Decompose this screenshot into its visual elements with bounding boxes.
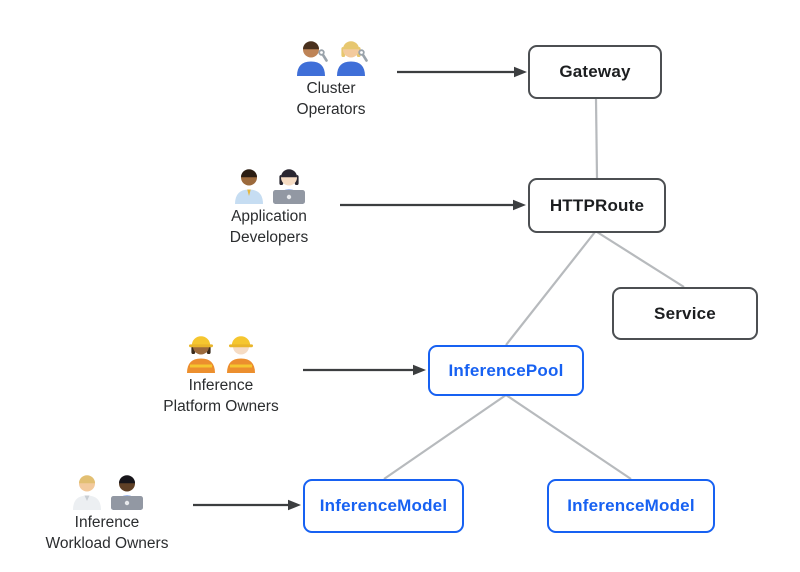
service-node: Service — [612, 287, 758, 340]
inferencemodel-right-node: InferenceModel — [547, 479, 715, 533]
gateway-to-httproute-connector — [594, 98, 599, 179]
httproute-to-service-connector — [596, 231, 685, 288]
httproute-label: HTTPRoute — [549, 195, 645, 215]
gateway-label: Gateway — [559, 62, 631, 81]
cluster-operators-to-gateway-arrow — [397, 66, 527, 78]
inference-workload-owners-label-line: Workload Owners — [45, 535, 169, 552]
inference-workload-owners-label-line: Inference — [74, 514, 140, 531]
inferencepool-to-inferencemodel-left-connector — [383, 394, 507, 480]
gateway-node: Gateway — [528, 45, 662, 99]
cluster-operators-label-line: Operators — [296, 101, 366, 118]
inference-platform-owners-to-inferencepool-arrow — [303, 364, 426, 376]
inference-platform-owners-label-line: Inference — [188, 377, 254, 394]
inferencepool-node: InferencePool — [428, 345, 584, 396]
man-mechanic-and-woman-mechanic-emoji — [297, 41, 368, 76]
inferencepool-label: InferencePool — [448, 360, 564, 380]
httproute-node: HTTPRoute — [528, 178, 666, 233]
application-developers-label-line: Developers — [229, 229, 309, 246]
inference-platform-owners-label-line: Platform Owners — [163, 398, 279, 415]
woman-and-man-construction-worker-emoji — [187, 336, 255, 373]
health-worker-and-man-technologist-emoji — [73, 475, 143, 510]
inferencemodel-right-label: InferenceModel — [567, 496, 695, 515]
service-label: Service — [654, 303, 716, 323]
application-developers-label-line: Application — [231, 208, 307, 225]
inferencemodel-left-node: InferenceModel — [303, 479, 464, 533]
inferencemodel-left-label: InferenceModel — [319, 496, 448, 515]
application-developers-to-httproute-arrow — [340, 199, 526, 211]
inference-workload-owners-to-inferencemodel-arrow — [193, 499, 301, 511]
inferencepool-to-inferencemodel-right-connector — [505, 394, 632, 480]
man-office-worker-and-woman-technologist-emoji — [235, 169, 305, 204]
httproute-to-inferencepool-connector — [505, 231, 596, 346]
cluster-operators-label-line: Cluster — [306, 80, 356, 97]
